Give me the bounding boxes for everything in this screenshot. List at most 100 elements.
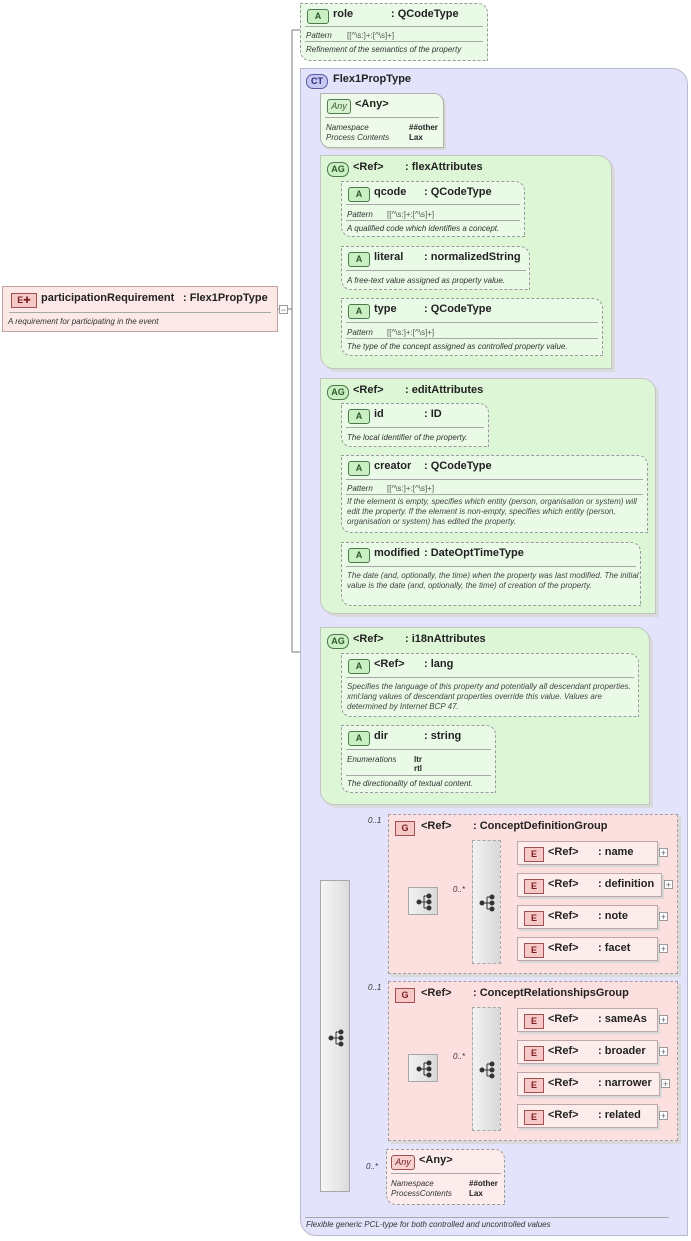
expand-plus-icon[interactable]: + [659, 1015, 668, 1025]
element-facet[interactable]: E <Ref> : facet [517, 937, 658, 961]
attribute-role[interactable]: A role : QCodeType Pattern [[^\s:]+:[^\s… [300, 3, 488, 61]
attribute-id[interactable]: A id : ID The local identifier of the pr… [341, 403, 489, 447]
element-ref: <Ref> [548, 1077, 579, 1089]
separator [325, 117, 439, 118]
element-type: : note [598, 910, 628, 922]
attribute-doc: Refinement of the semantics of the prope… [306, 45, 462, 54]
separator [346, 427, 484, 428]
attribute-type: : QCodeType [424, 303, 492, 315]
attribute-name: qcode [374, 186, 407, 198]
attribute-badge-icon: A [348, 731, 370, 746]
attribute-name: creator [374, 460, 412, 472]
attribute-type: : DateOptTimeType [424, 547, 524, 559]
separator [305, 41, 483, 42]
attribute-name: dir [374, 730, 389, 742]
group-multiplicity: 0..1 [368, 816, 382, 825]
expand-plus-icon[interactable]: + [659, 1111, 668, 1121]
sequence-compositor[interactable] [408, 1054, 438, 1082]
group-multiplicity: 0..1 [368, 983, 382, 992]
namespace-value: ##other [469, 1179, 498, 1188]
any-badge-icon: Any [391, 1155, 415, 1170]
enumeration-value: rtl [414, 764, 422, 773]
choice-compositor[interactable] [472, 1007, 501, 1131]
attribute-doc: A qualified code which identifies a conc… [347, 224, 500, 233]
group-badge-icon: G [395, 988, 415, 1003]
element-narrower[interactable]: E <Ref> : narrower [517, 1072, 660, 1096]
element-broader[interactable]: E <Ref> : broader [517, 1040, 658, 1064]
attribute-type[interactable]: A type : QCodeType Pattern [[^\s:]+:[^\s… [341, 298, 603, 356]
choice-icon [479, 894, 495, 912]
pattern-label: Pattern [347, 328, 373, 337]
choice-multiplicity: 0..* [453, 885, 466, 894]
attribute-doc: A free-text value assigned as property v… [347, 276, 506, 285]
group-ref: <Ref> [421, 820, 452, 832]
pattern-label: Pattern [347, 210, 373, 219]
attribute-doc: The directionality of textual content. [347, 779, 473, 788]
attribute-creator[interactable]: A creator : QCodeType Pattern [[^\s:]+:[… [341, 455, 648, 533]
element-type: : name [598, 846, 634, 858]
process-contents-label: ProcessContents [391, 1189, 452, 1198]
element-related[interactable]: E <Ref> : related [517, 1104, 658, 1128]
pattern-value: [[^\s:]+:[^\s]+] [387, 328, 435, 337]
any-wildcard[interactable]: Any <Any> Namespace ##other ProcessConte… [386, 1149, 505, 1205]
element-sameas[interactable]: E <Ref> : sameAs [517, 1008, 658, 1032]
element-ref: <Ref> [548, 1013, 579, 1025]
attribute-doc: Specifies the language of this property … [347, 682, 631, 711]
pattern-value: [[^\s:]+:[^\s]+] [347, 31, 395, 40]
process-contents-label: Process Contents [326, 133, 390, 142]
expand-plus-icon[interactable]: + [659, 1047, 668, 1057]
namespace-value: ##other [409, 123, 438, 132]
attribute-modified[interactable]: A modified : DateOptTimeType The date (a… [341, 542, 641, 606]
pattern-value: [[^\s:]+:[^\s]+] [387, 484, 435, 493]
element-badge-icon: E [524, 1046, 544, 1061]
complex-type-doc: Flexible generic PCL-type for both contr… [306, 1220, 551, 1229]
element-ref: <Ref> [548, 942, 579, 954]
element-ref: <Ref> [548, 878, 579, 890]
sequence-icon [416, 1060, 432, 1078]
element-type: : narrower [598, 1077, 652, 1089]
separator [346, 479, 643, 480]
attribute-group-badge-icon: AG [327, 385, 349, 400]
root-type: : Flex1PropType [183, 292, 268, 304]
attribute-lang[interactable]: A <Ref> : lang Specifies the language of… [341, 653, 639, 717]
attribute-qcode[interactable]: A qcode : QCodeType Pattern [[^\s:]+:[^\… [341, 181, 525, 237]
element-badge-icon: E [524, 1110, 544, 1125]
collapse-minus-icon[interactable]: − [279, 305, 288, 315]
expand-plus-icon[interactable]: + [659, 944, 668, 954]
expand-plus-icon[interactable]: + [664, 880, 673, 890]
complex-type-name: Flex1PropType [333, 73, 412, 85]
attribute-badge-icon: A [307, 9, 329, 24]
separator [346, 338, 598, 339]
expand-plus-icon[interactable]: + [659, 848, 668, 858]
sequence-compositor[interactable] [320, 880, 350, 1192]
complex-type-badge-icon: CT [306, 74, 328, 89]
expand-plus-icon[interactable]: + [659, 912, 668, 922]
element-ref: <Ref> [548, 1109, 579, 1121]
separator [346, 270, 526, 271]
separator [9, 312, 271, 313]
separator [346, 677, 634, 678]
element-name[interactable]: E <Ref> : name [517, 841, 658, 865]
separator [346, 775, 491, 776]
choice-icon [479, 1061, 495, 1079]
choice-compositor[interactable] [472, 840, 501, 964]
expand-plus-icon[interactable]: + [661, 1079, 670, 1089]
attribute-doc: The local identifier of the property. [347, 433, 468, 442]
element-note[interactable]: E <Ref> : note [517, 905, 658, 929]
attribute-group-name: : editAttributes [405, 384, 484, 396]
participation-requirement-element[interactable]: E✚ participationRequirement : Flex1PropT… [2, 286, 278, 332]
group-ref: <Ref> [421, 987, 452, 999]
separator [346, 494, 643, 495]
any-name: <Any> [355, 98, 389, 110]
sequence-compositor[interactable] [408, 887, 438, 915]
attribute-badge-icon: A [348, 659, 370, 674]
attribute-doc: If the element is empty, specifies which… [347, 497, 637, 526]
attribute-badge-icon: A [348, 548, 370, 563]
element-badge-icon: E [524, 847, 544, 862]
attribute-literal[interactable]: A literal : normalizedString A free-text… [341, 246, 530, 290]
attribute-dir[interactable]: A dir : string Enumerations ltr rtl The … [341, 725, 496, 793]
any-wildcard[interactable]: Any <Any> Namespace ##other Process Cont… [320, 93, 444, 148]
group-badge-icon: G [395, 821, 415, 836]
element-definition[interactable]: E <Ref> : definition [517, 873, 662, 897]
attribute-type: : lang [424, 658, 454, 670]
